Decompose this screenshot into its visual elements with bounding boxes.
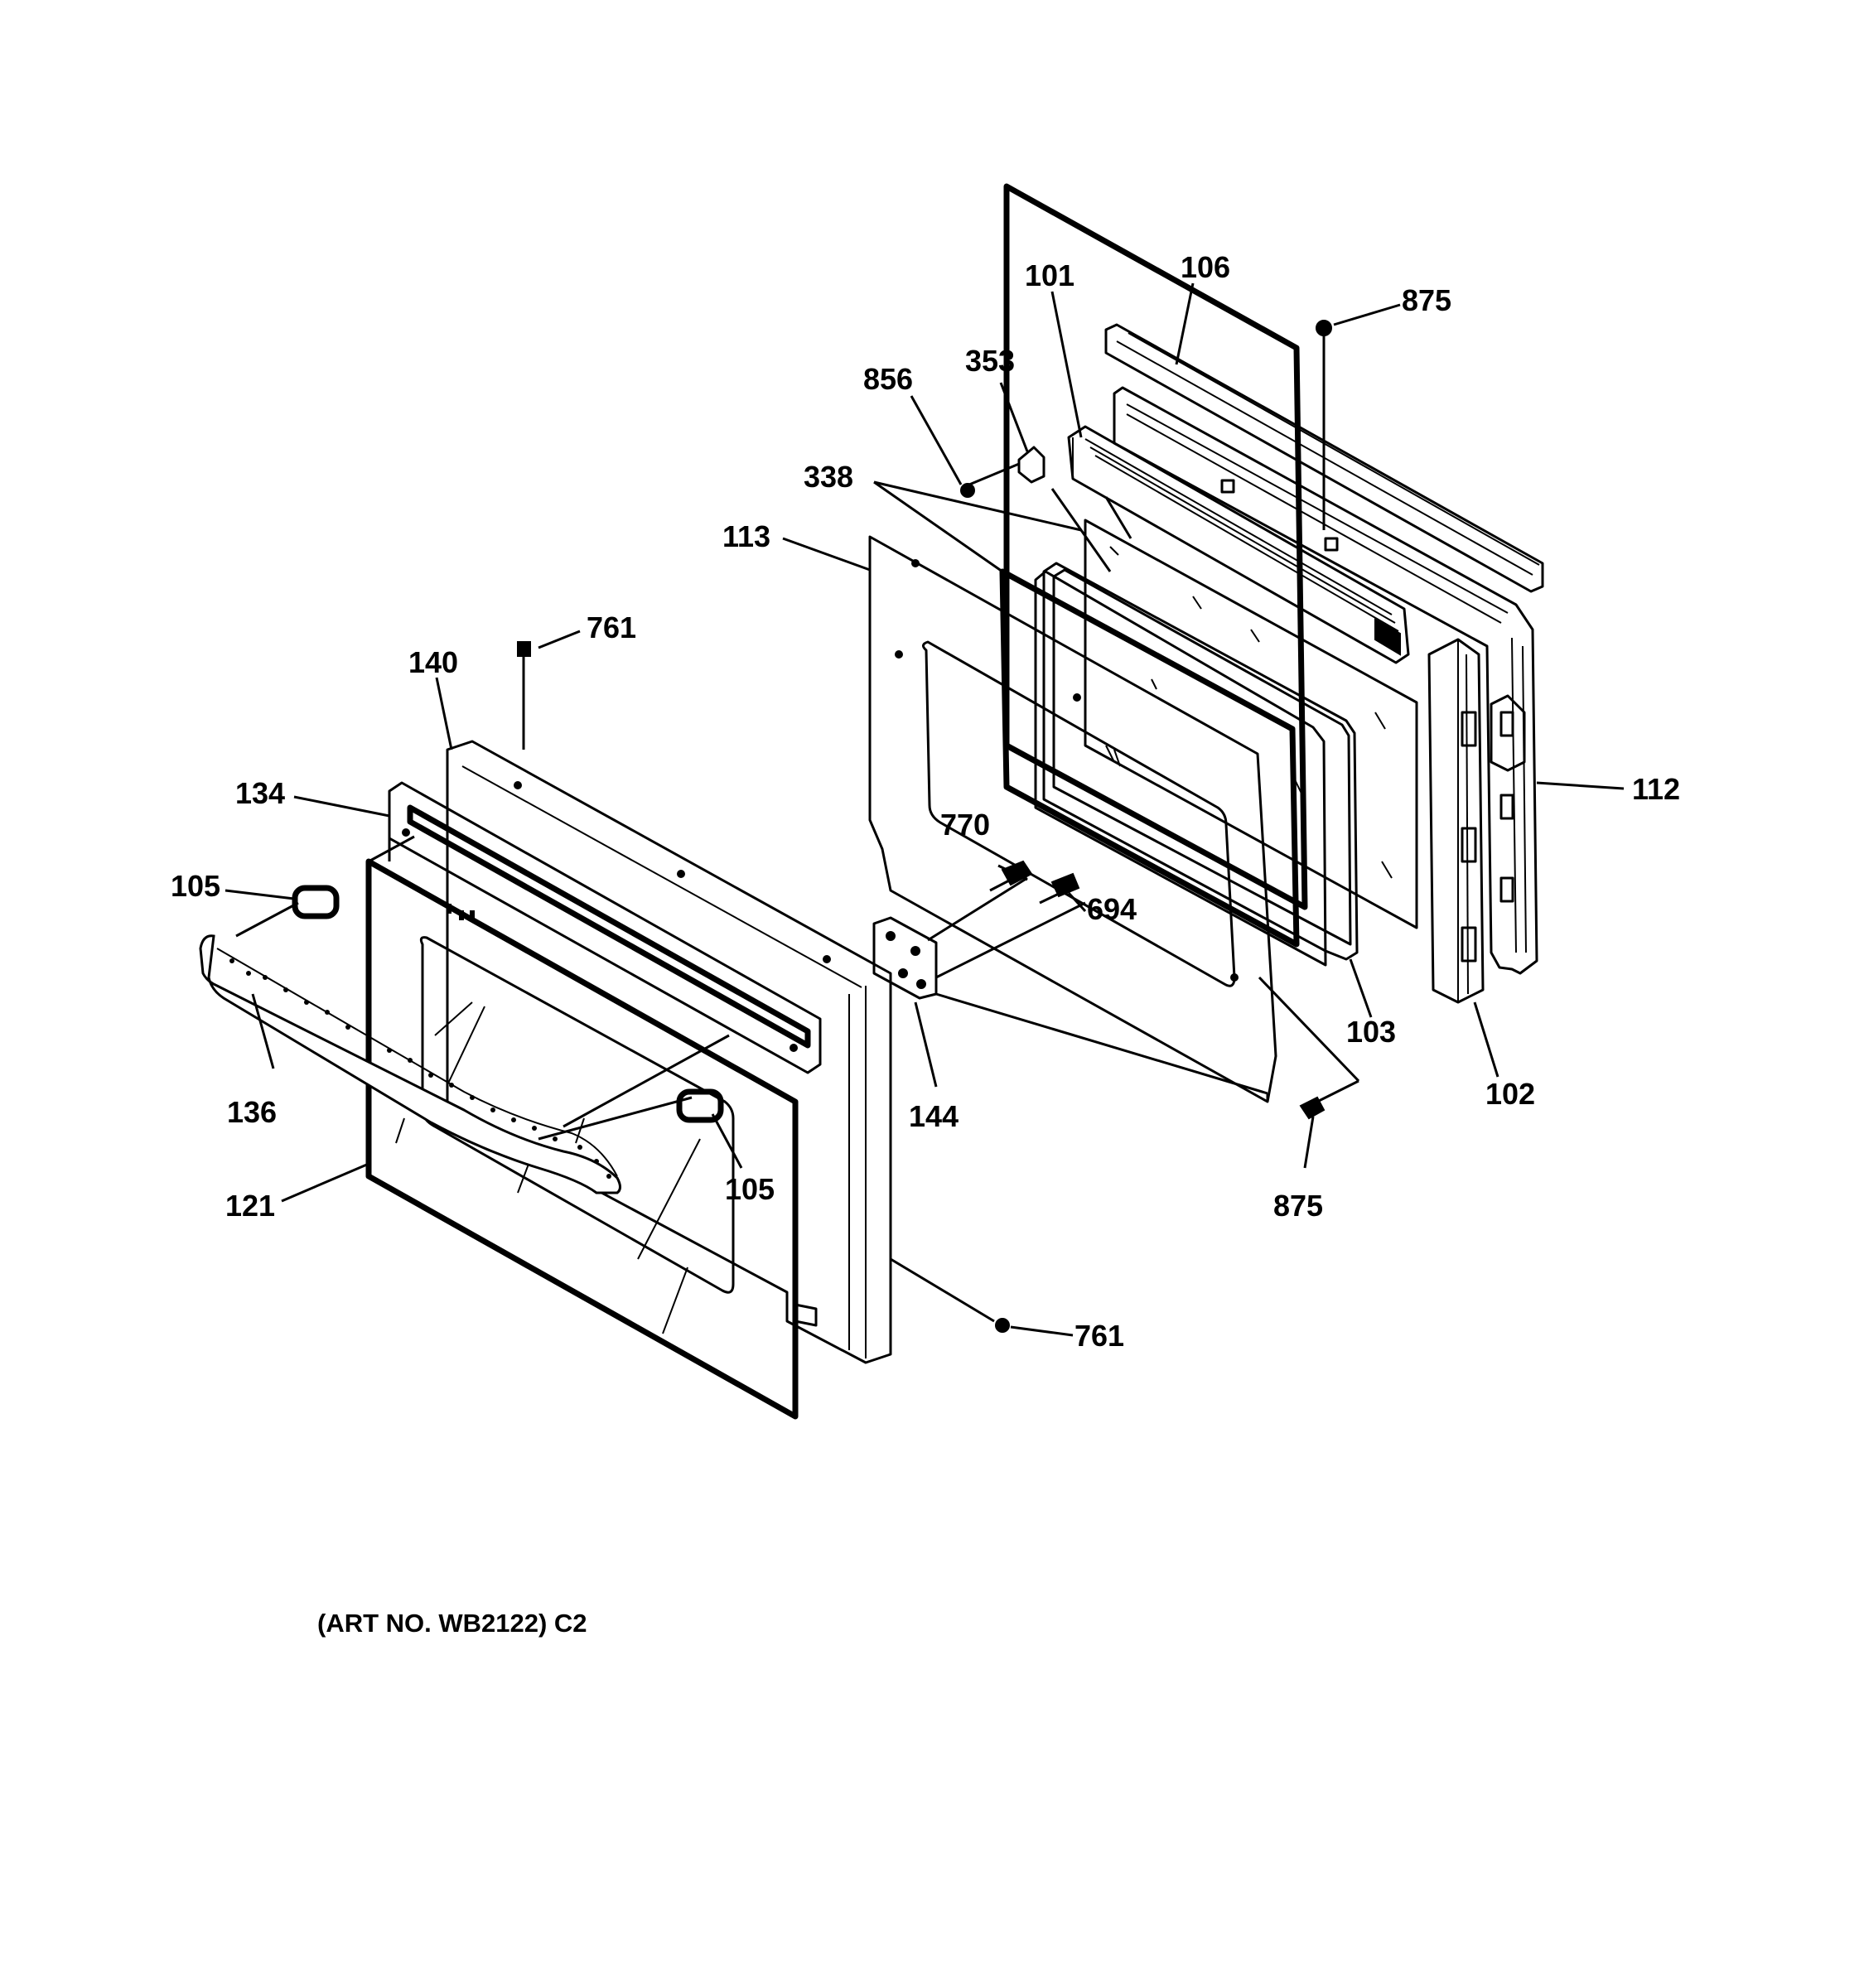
label-105-left: 105	[171, 869, 220, 903]
screw-761-bottom	[995, 1318, 1010, 1333]
rear-panel-112	[1113, 386, 1538, 975]
label-353: 353	[965, 344, 1015, 378]
callout-labels: 101 106 875 856 353 338 113 761 140 134 …	[171, 250, 1680, 1353]
door-handle-136	[199, 934, 621, 1194]
label-136: 136	[227, 1095, 277, 1129]
handle-cap-105-right	[676, 1088, 724, 1123]
label-101: 101	[1025, 258, 1074, 292]
door-frame-140	[446, 740, 892, 1364]
clip-353	[1017, 446, 1045, 484]
label-875-bottom: 875	[1273, 1189, 1323, 1223]
screw-770	[989, 860, 1033, 892]
label-770: 770	[940, 808, 990, 842]
screw-761-top	[517, 641, 531, 750]
label-134: 134	[235, 776, 285, 810]
label-694: 694	[1087, 892, 1137, 926]
screw-875-bottom	[1299, 1096, 1326, 1120]
handle-cap-105-left	[292, 885, 340, 919]
screw-694	[1039, 872, 1080, 905]
screw-875-top	[1316, 320, 1332, 530]
label-875-top: 875	[1402, 283, 1451, 317]
label-761-bottom: 761	[1074, 1319, 1124, 1353]
assembly-lines	[235, 462, 1360, 1323]
label-140: 140	[408, 645, 458, 679]
screw-856	[960, 483, 975, 498]
label-121: 121	[225, 1189, 275, 1223]
label-856: 856	[863, 362, 913, 396]
side-bracket-102	[1427, 638, 1526, 1004]
inner-liner-113	[868, 535, 1277, 1103]
label-103: 103	[1346, 1015, 1396, 1049]
label-338: 338	[804, 460, 853, 494]
label-144: 144	[909, 1099, 959, 1133]
label-113: 113	[722, 519, 770, 553]
vent-duct-101	[1067, 425, 1410, 664]
hinge-plate-144	[872, 916, 938, 1000]
label-106: 106	[1181, 250, 1230, 284]
glass-pack-103	[1003, 183, 1418, 967]
label-102: 102	[1485, 1077, 1535, 1111]
label-761-top: 761	[587, 610, 636, 644]
art-number-caption: (ART NO. WB2122) C2	[317, 1609, 587, 1638]
label-112: 112	[1632, 772, 1680, 806]
inner-glass-panel	[999, 568, 1300, 948]
label-105-right: 105	[725, 1172, 775, 1206]
callout-leaders	[225, 282, 1625, 1337]
